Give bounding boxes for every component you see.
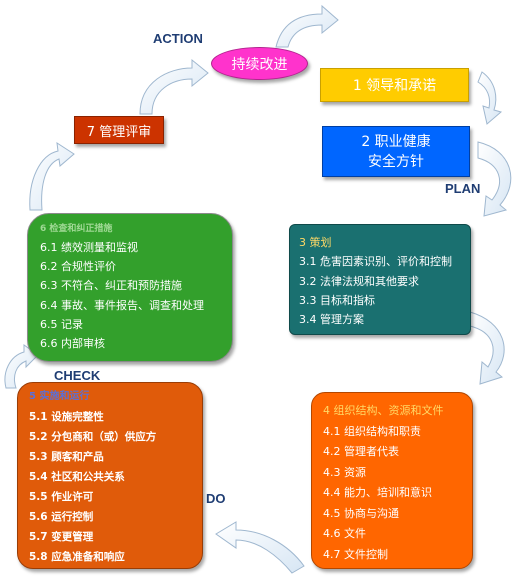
implementation-item: 5.8 应急准备和响应 bbox=[29, 551, 125, 563]
continual-improvement-ellipse: 持续改进 bbox=[211, 47, 308, 80]
implementation-item: 5.1 设施完整性 bbox=[29, 411, 104, 423]
management-review-box: 7 管理评审 bbox=[74, 116, 164, 144]
checking-list: 6.1 绩效测量和监视 6.2 合规性评价 6.3 不符合、纠正和预防措施 6.… bbox=[40, 238, 232, 353]
checking-item: 6.6 内部审核 bbox=[40, 337, 105, 351]
continual-improvement-label: 持续改进 bbox=[231, 56, 288, 73]
checking-box: 6 检查和纠正措施 6.1 绩效测量和监视 6.2 合规性评价 6.3 不符合、… bbox=[27, 213, 233, 362]
planning-item: 3.1 危害因素识别、评价和控制 bbox=[299, 255, 452, 269]
planning-item: 3.4 管理方案 bbox=[299, 313, 364, 327]
implementation-list: 5.1 设施完整性 5.2 分包商和（或）供应方 5.3 顾客和产品 5.4 社… bbox=[29, 407, 202, 567]
planning-title: 3 策划 bbox=[299, 236, 332, 249]
planning-item: 3.3 目标和指标 bbox=[299, 293, 375, 307]
implementation-box: 5 实施和运行 5.1 设施完整性 5.2 分包商和（或）供应方 5.3 顾客和… bbox=[17, 382, 203, 569]
implementation-item: 5.3 顾客和产品 bbox=[29, 451, 104, 463]
implementation-item: 5.2 分包商和（或）供应方 bbox=[29, 431, 157, 443]
organisation-title: 4 组织结构、资源和文件 bbox=[323, 404, 444, 417]
curved-arrow-leadership-to-policy bbox=[477, 71, 503, 125]
curved-arrow-planning-to-organisation bbox=[469, 311, 505, 385]
checking-item: 6.4 事故、事件报告、调查和处理 bbox=[40, 298, 204, 312]
curved-arrow-organisation-to-implementation bbox=[215, 521, 305, 574]
checking-item: 6.1 绩效测量和监视 bbox=[40, 241, 138, 254]
phase-label-action: ACTION bbox=[153, 31, 203, 46]
implementation-item: 5.6 运行控制 bbox=[29, 511, 94, 523]
implementation-item: 5.7 变更管理 bbox=[29, 531, 94, 543]
policy-label-line1: 2 职业健康 bbox=[361, 133, 431, 150]
implementation-item: 5.5 作业许可 bbox=[29, 491, 94, 503]
leadership-box: 1 领导和承诺 bbox=[320, 68, 469, 102]
implementation-item: 5.4 社区和公共关系 bbox=[29, 471, 125, 483]
phase-label-plan: PLAN bbox=[445, 181, 481, 196]
checking-item: 6.5 记录 bbox=[40, 317, 83, 331]
curved-arrow-review-to-improve bbox=[139, 58, 209, 115]
organisation-item: 4.6 文件 bbox=[323, 527, 366, 540]
policy-label-line2: 安全方针 bbox=[367, 153, 424, 170]
checking-item: 6.2 合规性评价 bbox=[40, 260, 116, 274]
policy-box: 2 职业健康 安全方针 bbox=[322, 126, 470, 177]
phase-label-do: DO bbox=[206, 491, 226, 506]
organisation-item: 4.3 资源 bbox=[323, 465, 366, 479]
curved-arrow-implementation-to-checking bbox=[4, 344, 39, 389]
curved-arrow-checking-to-review bbox=[29, 141, 75, 211]
planning-box: 3 策划 3.1 危害因素识别、评价和控制 3.2 法律法规和其他要求 3.3 … bbox=[289, 224, 471, 335]
organisation-box: 4 组织结构、资源和文件 4.1 组织结构和职责 4.2 管理者代表 4.3 资… bbox=[311, 392, 473, 569]
implementation-title: 5 实施和运行 bbox=[29, 391, 90, 402]
organisation-list: 4.1 组织结构和职责 4.2 管理者代表 4.3 资源 4.4 能力、培训和意… bbox=[323, 422, 472, 566]
management-review-label: 7 管理评审 bbox=[86, 124, 152, 140]
checking-title: 6 检查和纠正措施 bbox=[40, 224, 113, 234]
planning-item: 3.2 法律法规和其他要求 bbox=[299, 274, 419, 288]
organisation-item: 4.7 文件控制 bbox=[323, 547, 388, 561]
checking-item: 6.3 不符合、纠正和预防措施 bbox=[40, 279, 182, 293]
curved-arrow-policy-to-planning bbox=[477, 141, 512, 217]
organisation-item: 4.2 管理者代表 bbox=[323, 445, 399, 458]
organisation-item: 4.5 协商与沟通 bbox=[323, 506, 399, 520]
phase-label-check: CHECK bbox=[54, 368, 101, 383]
planning-list: 3.1 危害因素识别、评价和控制 3.2 法律法规和其他要求 3.3 目标和指标… bbox=[299, 252, 470, 329]
organisation-item: 4.4 能力、培训和意识 bbox=[323, 486, 432, 499]
curved-arrow-improve-to-leadership bbox=[275, 4, 339, 48]
leadership-label: 1 领导和承诺 bbox=[352, 78, 437, 94]
organisation-item: 4.1 组织结构和职责 bbox=[323, 424, 421, 438]
